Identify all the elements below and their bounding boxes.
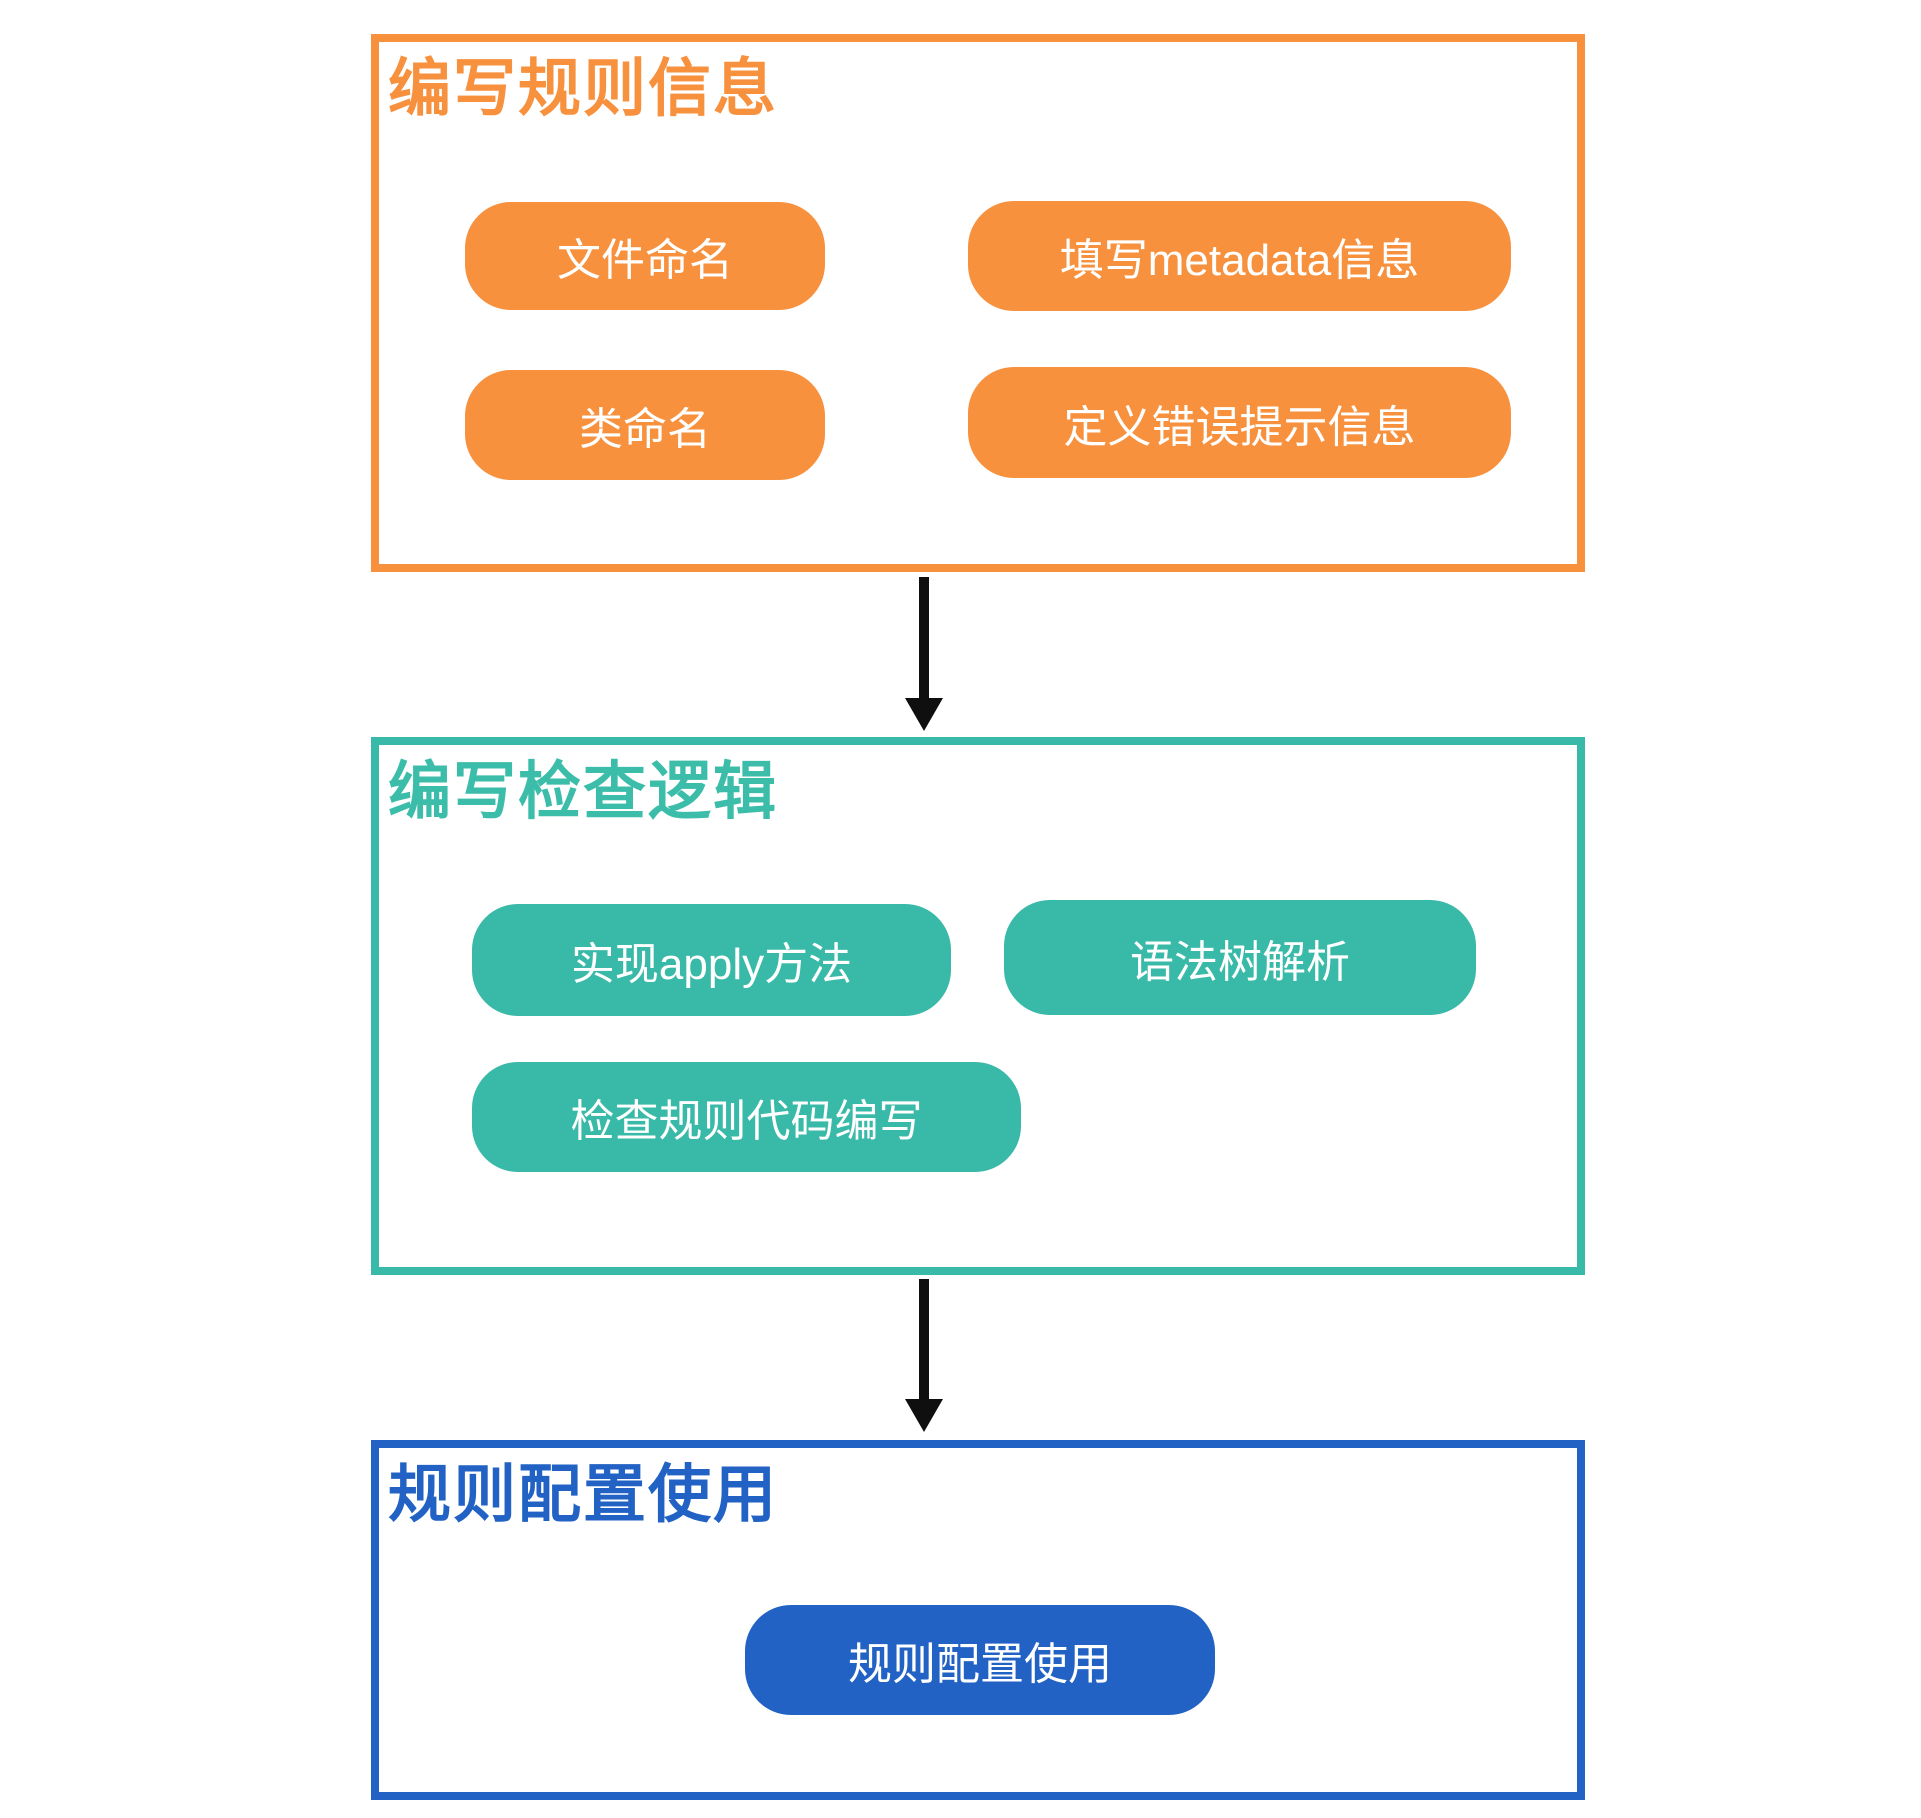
down-arrow-icon bbox=[905, 1279, 943, 1432]
node-implement-apply-method-label: 实现apply方法 bbox=[570, 940, 853, 989]
section-rule-config-usage-title: 规则配置使用 bbox=[388, 1460, 778, 1530]
node-define-error-message: 定义错误提示信息 bbox=[968, 367, 1511, 478]
node-fill-metadata-info-label: 填写metadata信息 bbox=[1059, 236, 1420, 285]
down-arrow-shaft bbox=[919, 577, 929, 698]
section-write-rule-info-title: 编写规则信息 bbox=[388, 54, 778, 124]
node-file-naming: 文件命名 bbox=[465, 202, 825, 310]
node-syntax-tree-parsing-label: 语法树解析 bbox=[1130, 937, 1350, 987]
section-write-rule-info: 编写规则信息 文件命名 填写metadata信息 类命名 定义错误提示信息 bbox=[371, 34, 1585, 572]
node-syntax-tree-parsing: 语法树解析 bbox=[1004, 900, 1476, 1015]
node-implement-apply-method: 实现apply方法 bbox=[472, 904, 951, 1016]
node-rule-config-usage: 规则配置使用 bbox=[745, 1605, 1215, 1715]
section-rule-config-usage: 规则配置使用 规则配置使用 bbox=[371, 1440, 1585, 1800]
node-class-naming-label: 类命名 bbox=[579, 405, 711, 454]
node-define-error-message-label: 定义错误提示信息 bbox=[1063, 402, 1416, 452]
node-check-rule-code-writing: 检查规则代码编写 bbox=[472, 1062, 1021, 1172]
node-rule-config-usage-label: 规则配置使用 bbox=[848, 1640, 1112, 1689]
section-write-check-logic: 编写检查逻辑 实现apply方法 语法树解析 检查规则代码编写 bbox=[371, 737, 1585, 1275]
section-write-check-logic-title: 编写检查逻辑 bbox=[388, 757, 778, 827]
down-arrow-head bbox=[905, 1399, 943, 1432]
node-file-naming-label: 文件命名 bbox=[557, 236, 733, 285]
down-arrow-head bbox=[905, 698, 943, 731]
down-arrow-shaft bbox=[919, 1279, 929, 1399]
node-fill-metadata-info: 填写metadata信息 bbox=[968, 201, 1511, 311]
node-check-rule-code-writing-label: 检查规则代码编写 bbox=[570, 1097, 923, 1146]
node-class-naming: 类命名 bbox=[465, 370, 825, 480]
down-arrow-icon bbox=[905, 577, 943, 731]
